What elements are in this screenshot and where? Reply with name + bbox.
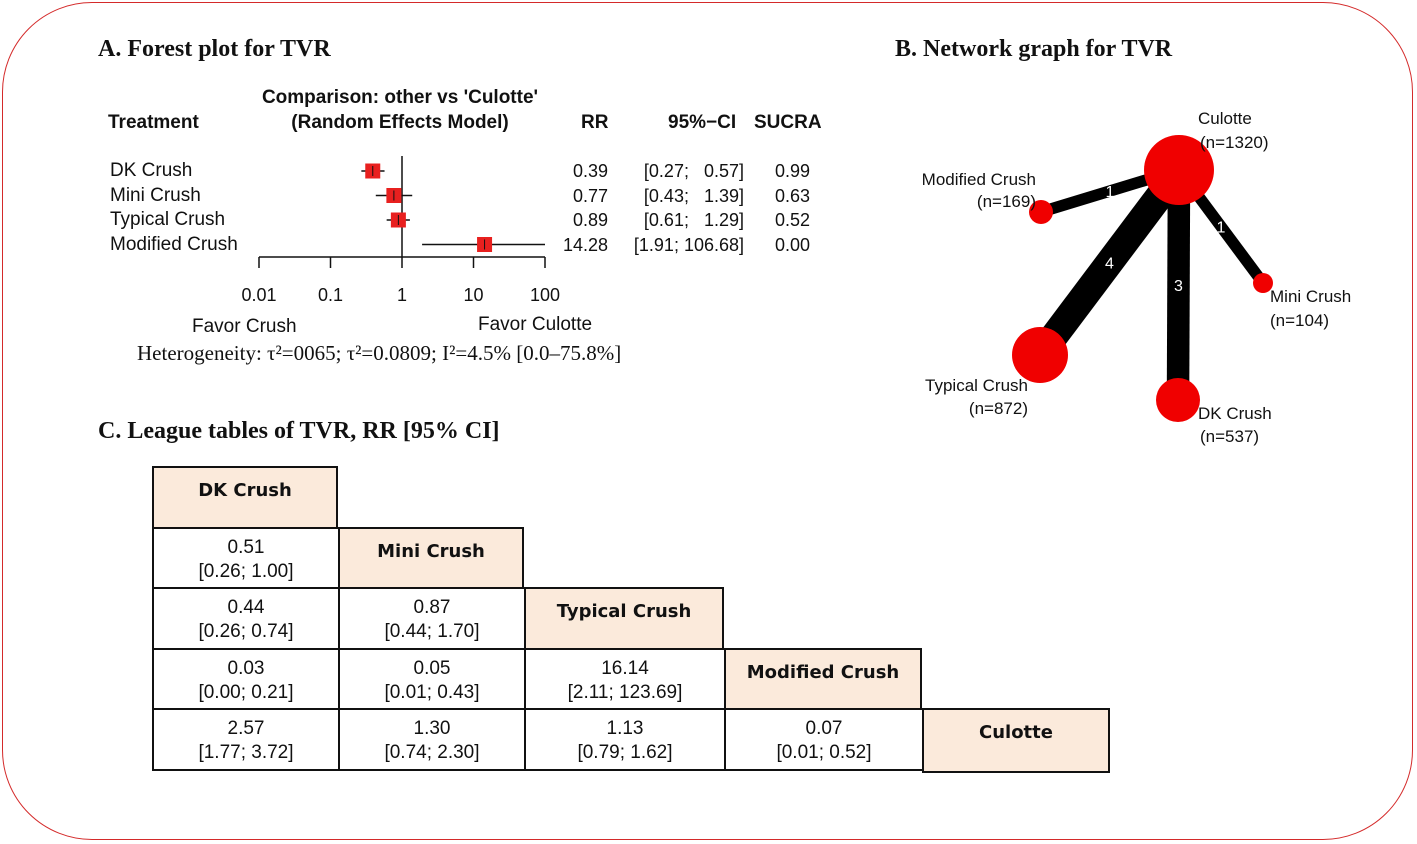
header-comparison-line2: (Random Effects Model) <box>291 112 509 133</box>
favor-crush-label: Favor Crush <box>192 316 297 337</box>
league-cell: 0.87 [0.44; 1.70] <box>338 587 526 650</box>
x-tick-label: 100 <box>530 285 560 305</box>
treatment-label: DK Crush <box>110 160 193 181</box>
league-diagonal-cell: Culotte <box>922 708 1110 773</box>
league-cell: 2.57 [1.77; 3.72] <box>152 708 340 771</box>
node-name-label: DK Crush <box>1198 404 1272 423</box>
league-rr-value: 0.87 <box>413 597 451 618</box>
league-ci-value: [0.44; 1.70] <box>384 621 480 642</box>
league-diagonal-cell: DK Crush <box>152 466 338 531</box>
edge-study-count: 1 <box>1217 220 1226 237</box>
sucra-value: 0.99 <box>774 161 810 181</box>
x-tick-label: 0.1 <box>318 285 343 305</box>
treatment-label: Typical Crush <box>110 209 226 230</box>
league-cell: 0.03[0.00; 0.21] <box>152 647 340 710</box>
sucra-value: 0.63 <box>774 185 810 206</box>
sucra-value: 0.52 <box>774 210 810 230</box>
rr-value: 0.39 <box>572 161 608 181</box>
league-rr-value: 1.30 <box>413 718 451 739</box>
league-rr-value: 2.57 <box>227 718 265 739</box>
league-diagonal-cell: Modified Crush <box>724 647 922 712</box>
sucra-value: 0.00 <box>774 234 810 255</box>
league-ci-value: [0.00; 0.21] <box>198 681 294 703</box>
league-cell: 0.51[0.26; 1.00] <box>152 526 340 589</box>
league-cell: 16.14[2.11; 123.69] <box>524 647 726 710</box>
league-table-title: C. League tables of TVR, RR [95% CI] <box>98 418 500 444</box>
league-rr-value: 0.51 <box>227 536 265 558</box>
league-rr-value: 0.07 <box>805 718 843 739</box>
league-rr-value: 0.05 <box>413 657 451 679</box>
league-cell: 0.05[0.01; 0.43] <box>338 647 526 710</box>
header-sucra: SUCRA <box>754 112 822 133</box>
node-n-label: (n=872) <box>969 399 1028 418</box>
rr-value: 14.28 <box>562 234 608 255</box>
rr-value: 0.89 <box>572 210 608 230</box>
edge-study-count: 1 <box>1106 184 1115 201</box>
network-graph-title: B. Network graph for TVR <box>895 36 1173 62</box>
league-cell: 0.07 [0.01; 0.52] <box>724 708 924 771</box>
league-ci-value: [1.77; 3.72] <box>198 742 294 763</box>
ci-value: [1.91; 106.68] <box>633 234 744 255</box>
treatment-label: Modified Crush <box>110 233 238 255</box>
heterogeneity-statement: Heterogeneity: τ²=0065; τ²=0.0809; I²=4.… <box>137 341 622 365</box>
rr-value: 0.77 <box>572 185 608 206</box>
header-comparison-line1: Comparison: other vs 'Culotte' <box>261 87 539 108</box>
league-treatment-label: DK Crush <box>198 480 292 501</box>
league-rr-value: 1.13 <box>606 718 644 739</box>
league-ci-value: [0.26; 1.00] <box>198 560 294 582</box>
edge-study-count: 4 <box>1105 256 1114 273</box>
favor-culotte-label: Favor Culotte <box>478 314 593 335</box>
forest-plot-title: A. Forest plot for TVR <box>98 36 331 62</box>
league-diagonal-cell: Typical Crush <box>524 587 724 652</box>
x-tick-label: 0.01 <box>241 285 276 305</box>
network-edge <box>1166 169 1191 401</box>
league-diagonal-cell: Mini Crush <box>338 526 524 591</box>
league-rr-value: 16.14 <box>601 657 649 679</box>
edge-study-count: 3 <box>1174 278 1183 295</box>
league-ci-value: [0.01; 0.52] <box>776 742 872 763</box>
league-rr-value: 0.44 <box>227 597 265 618</box>
node-name-label: Culotte <box>1198 109 1252 128</box>
header-rr: RR <box>581 112 609 133</box>
node-n-label: (n=1320) <box>1200 133 1269 152</box>
network-node <box>1253 273 1273 293</box>
network-node <box>1029 200 1053 224</box>
header-treatment: Treatment <box>108 112 199 133</box>
node-name-label: Typical Crush <box>925 376 1028 395</box>
network-node <box>1144 135 1214 205</box>
league-treatment-label: Typical Crush <box>556 601 692 622</box>
ci-value: [0.43; 1.39] <box>643 185 744 206</box>
ci-value: [0.61; 1.29] <box>643 210 744 230</box>
header-ci: 95%−CI <box>668 112 737 133</box>
network-edge <box>1028 161 1191 364</box>
x-tick-label: 1 <box>397 285 407 305</box>
node-n-label: (n=169) <box>977 192 1036 211</box>
league-cell: 1.30 [0.74; 2.30] <box>338 708 526 771</box>
node-n-label: (n=537) <box>1200 427 1259 446</box>
node-n-label: (n=104) <box>1270 311 1329 330</box>
league-ci-value: [0.74; 2.30] <box>384 742 480 763</box>
network-node <box>1156 378 1200 422</box>
x-tick-label: 10 <box>463 285 483 305</box>
league-ci-value: [0.79; 1.62] <box>577 742 673 763</box>
league-treatment-label: Mini Crush <box>377 540 485 562</box>
league-ci-value: [2.11; 123.69] <box>567 681 683 703</box>
league-treatment-label: Culotte <box>979 722 1053 743</box>
league-treatment-label: Modified Crush <box>746 661 900 683</box>
node-name-label: Mini Crush <box>1270 287 1351 306</box>
league-rr-value: 0.03 <box>227 657 265 679</box>
league-cell: 1.13 [0.79; 1.62] <box>524 708 726 771</box>
node-name-label: Modified Crush <box>922 170 1036 189</box>
league-ci-value: [0.01; 0.43] <box>384 681 480 703</box>
treatment-label: Mini Crush <box>110 184 201 206</box>
league-cell: 0.44 [0.26; 0.74] <box>152 587 340 650</box>
network-node <box>1012 327 1068 383</box>
league-ci-value: [0.26; 0.74] <box>198 621 294 642</box>
ci-value: [0.27; 0.57] <box>643 161 744 181</box>
